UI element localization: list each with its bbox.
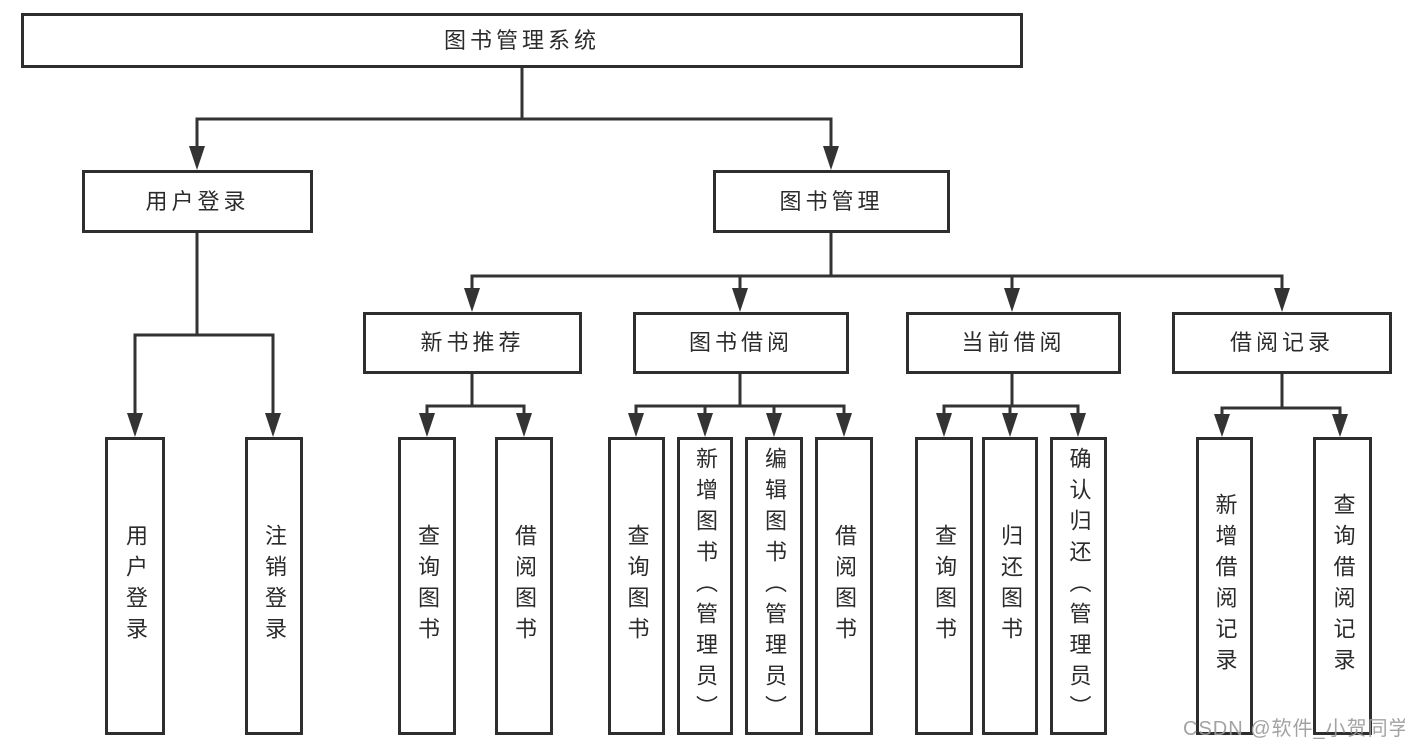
arrowhead-book-mgmt bbox=[823, 146, 839, 170]
node-borrow-records: 借阅记录 bbox=[1172, 312, 1392, 374]
arrowhead-leaf-nbr-query bbox=[419, 413, 435, 437]
leaf-br-add-record: 新增借阅记录 bbox=[1196, 437, 1253, 735]
connector-book-mgmt-children bbox=[470, 274, 1284, 290]
arrowhead-leaf-logout bbox=[265, 413, 281, 437]
node-user-login: 用户登录 bbox=[82, 170, 313, 233]
leaf-bb-add-books: 新增图书（管理员） bbox=[677, 437, 733, 735]
node-root: 图书管理系统 bbox=[21, 13, 1023, 68]
leaf-cb-query-books: 查询图书 bbox=[915, 437, 973, 735]
leaf-user-login: 用户登录 bbox=[105, 437, 165, 735]
csdn-watermark: CSDN @软件_小贺同学 bbox=[1183, 718, 1405, 740]
leaf-nbr-query-books: 查询图书 bbox=[398, 437, 456, 735]
leaf-br-query-record: 查询借阅记录 bbox=[1313, 437, 1372, 735]
leaf-bb-edit-books: 编辑图书（管理员） bbox=[745, 437, 803, 735]
arrowhead-leaf-bb-query bbox=[628, 413, 644, 437]
node-book-mgmt: 图书管理 bbox=[713, 170, 950, 233]
leaf-bb-borrow-books: 借阅图书 bbox=[815, 437, 873, 735]
node-new-book-rec: 新书推荐 bbox=[363, 312, 582, 374]
arrowhead-borrow-records bbox=[1274, 288, 1290, 312]
arrowhead-leaf-bb-borrow bbox=[836, 413, 852, 437]
leaf-cb-confirm-return: 确认归还（管理员） bbox=[1050, 437, 1107, 735]
connector-borrow-records-children bbox=[1220, 374, 1342, 418]
arrowhead-leaf-cb-query bbox=[936, 413, 952, 437]
arrowhead-leaf-br-add bbox=[1214, 414, 1230, 437]
arrowhead-user-login bbox=[189, 146, 205, 170]
arrowhead-leaf-br-query bbox=[1332, 414, 1348, 437]
leaf-bb-query-books: 查询图书 bbox=[608, 437, 665, 735]
leaf-cb-return-books: 归还图书 bbox=[982, 437, 1038, 735]
node-book-borrow: 图书借阅 bbox=[633, 312, 849, 374]
arrowhead-current-borrow bbox=[1004, 288, 1020, 312]
arrowhead-new-book-rec bbox=[464, 288, 480, 312]
arrowhead-leaf-bb-add bbox=[697, 413, 713, 437]
arrowheads bbox=[127, 146, 1348, 437]
arrowhead-book-borrow bbox=[732, 288, 748, 312]
node-current-borrow: 当前借阅 bbox=[906, 312, 1121, 374]
arrowhead-leaf-bb-edit bbox=[766, 413, 782, 437]
arrowhead-leaf-cb-confirm bbox=[1070, 413, 1086, 437]
arrowhead-leaf-user-login bbox=[127, 413, 143, 437]
connector-current-borrow-children bbox=[942, 374, 1080, 416]
leaf-nbr-borrow-books: 借阅图书 bbox=[495, 437, 553, 735]
leaf-logout: 注销登录 bbox=[245, 437, 303, 735]
connector-level1 bbox=[195, 117, 833, 150]
arrowhead-leaf-nbr-borrow bbox=[516, 413, 532, 437]
connector-book-mgmt-middle-arms bbox=[738, 276, 1014, 290]
connector-new-book-rec-children bbox=[425, 374, 526, 416]
connector-user-login-children bbox=[133, 333, 275, 416]
arrowhead-leaf-cb-return bbox=[1002, 413, 1018, 437]
connector-book-borrow-children bbox=[634, 374, 846, 416]
